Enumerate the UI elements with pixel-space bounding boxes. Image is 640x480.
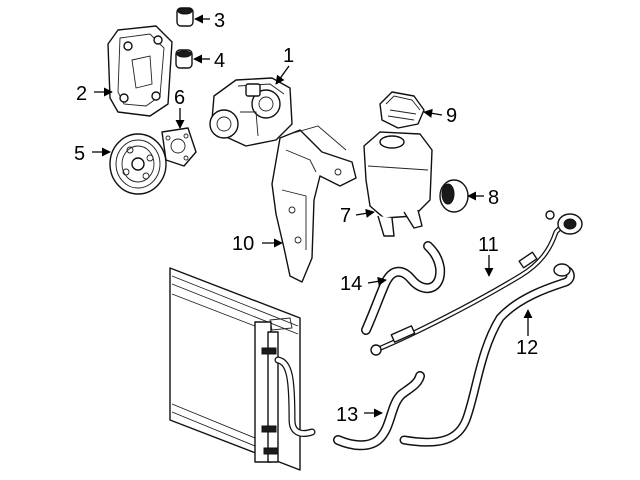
leader-9 [423, 108, 443, 118]
part-4-bushing [175, 49, 193, 69]
part-1-pump [209, 77, 293, 147]
leader-7 [355, 208, 375, 218]
callout-labels: 1 2 3 4 5 6 7 8 9 10 11 12 13 14 [74, 10, 538, 426]
part-5-pulley [109, 133, 167, 195]
radiator-assembly [169, 267, 316, 471]
leader-arrows [92, 14, 533, 418]
callout-3: 3 [214, 10, 225, 32]
part-11-pressure-line [370, 210, 583, 356]
callout-14: 14 [340, 273, 362, 295]
part-7-reservoir [363, 131, 433, 237]
part-3-bushing [176, 7, 194, 27]
part-6-gasket [161, 127, 197, 167]
callout-8: 8 [488, 187, 499, 209]
callout-5: 5 [74, 143, 85, 165]
part-8-clamp [439, 179, 469, 213]
part-12-return-line [399, 263, 575, 447]
callout-2: 2 [76, 83, 87, 105]
callout-4: 4 [214, 50, 225, 72]
leader-14 [367, 276, 387, 286]
callout-9: 9 [446, 105, 457, 127]
callout-10: 10 [232, 233, 254, 255]
callout-1: 1 [283, 45, 294, 67]
part-13-hose [333, 371, 425, 451]
leader-1 [275, 65, 290, 85]
callout-6: 6 [174, 87, 185, 109]
part-14-hose [361, 241, 446, 335]
callout-11: 11 [478, 234, 499, 256]
callout-7: 7 [340, 205, 351, 227]
part-9-reservoir-cap [379, 91, 425, 129]
part-10-reservoir-bracket [271, 125, 357, 283]
part-2-bracket [107, 25, 173, 117]
callout-13: 13 [336, 404, 358, 426]
callout-12: 12 [516, 337, 538, 359]
